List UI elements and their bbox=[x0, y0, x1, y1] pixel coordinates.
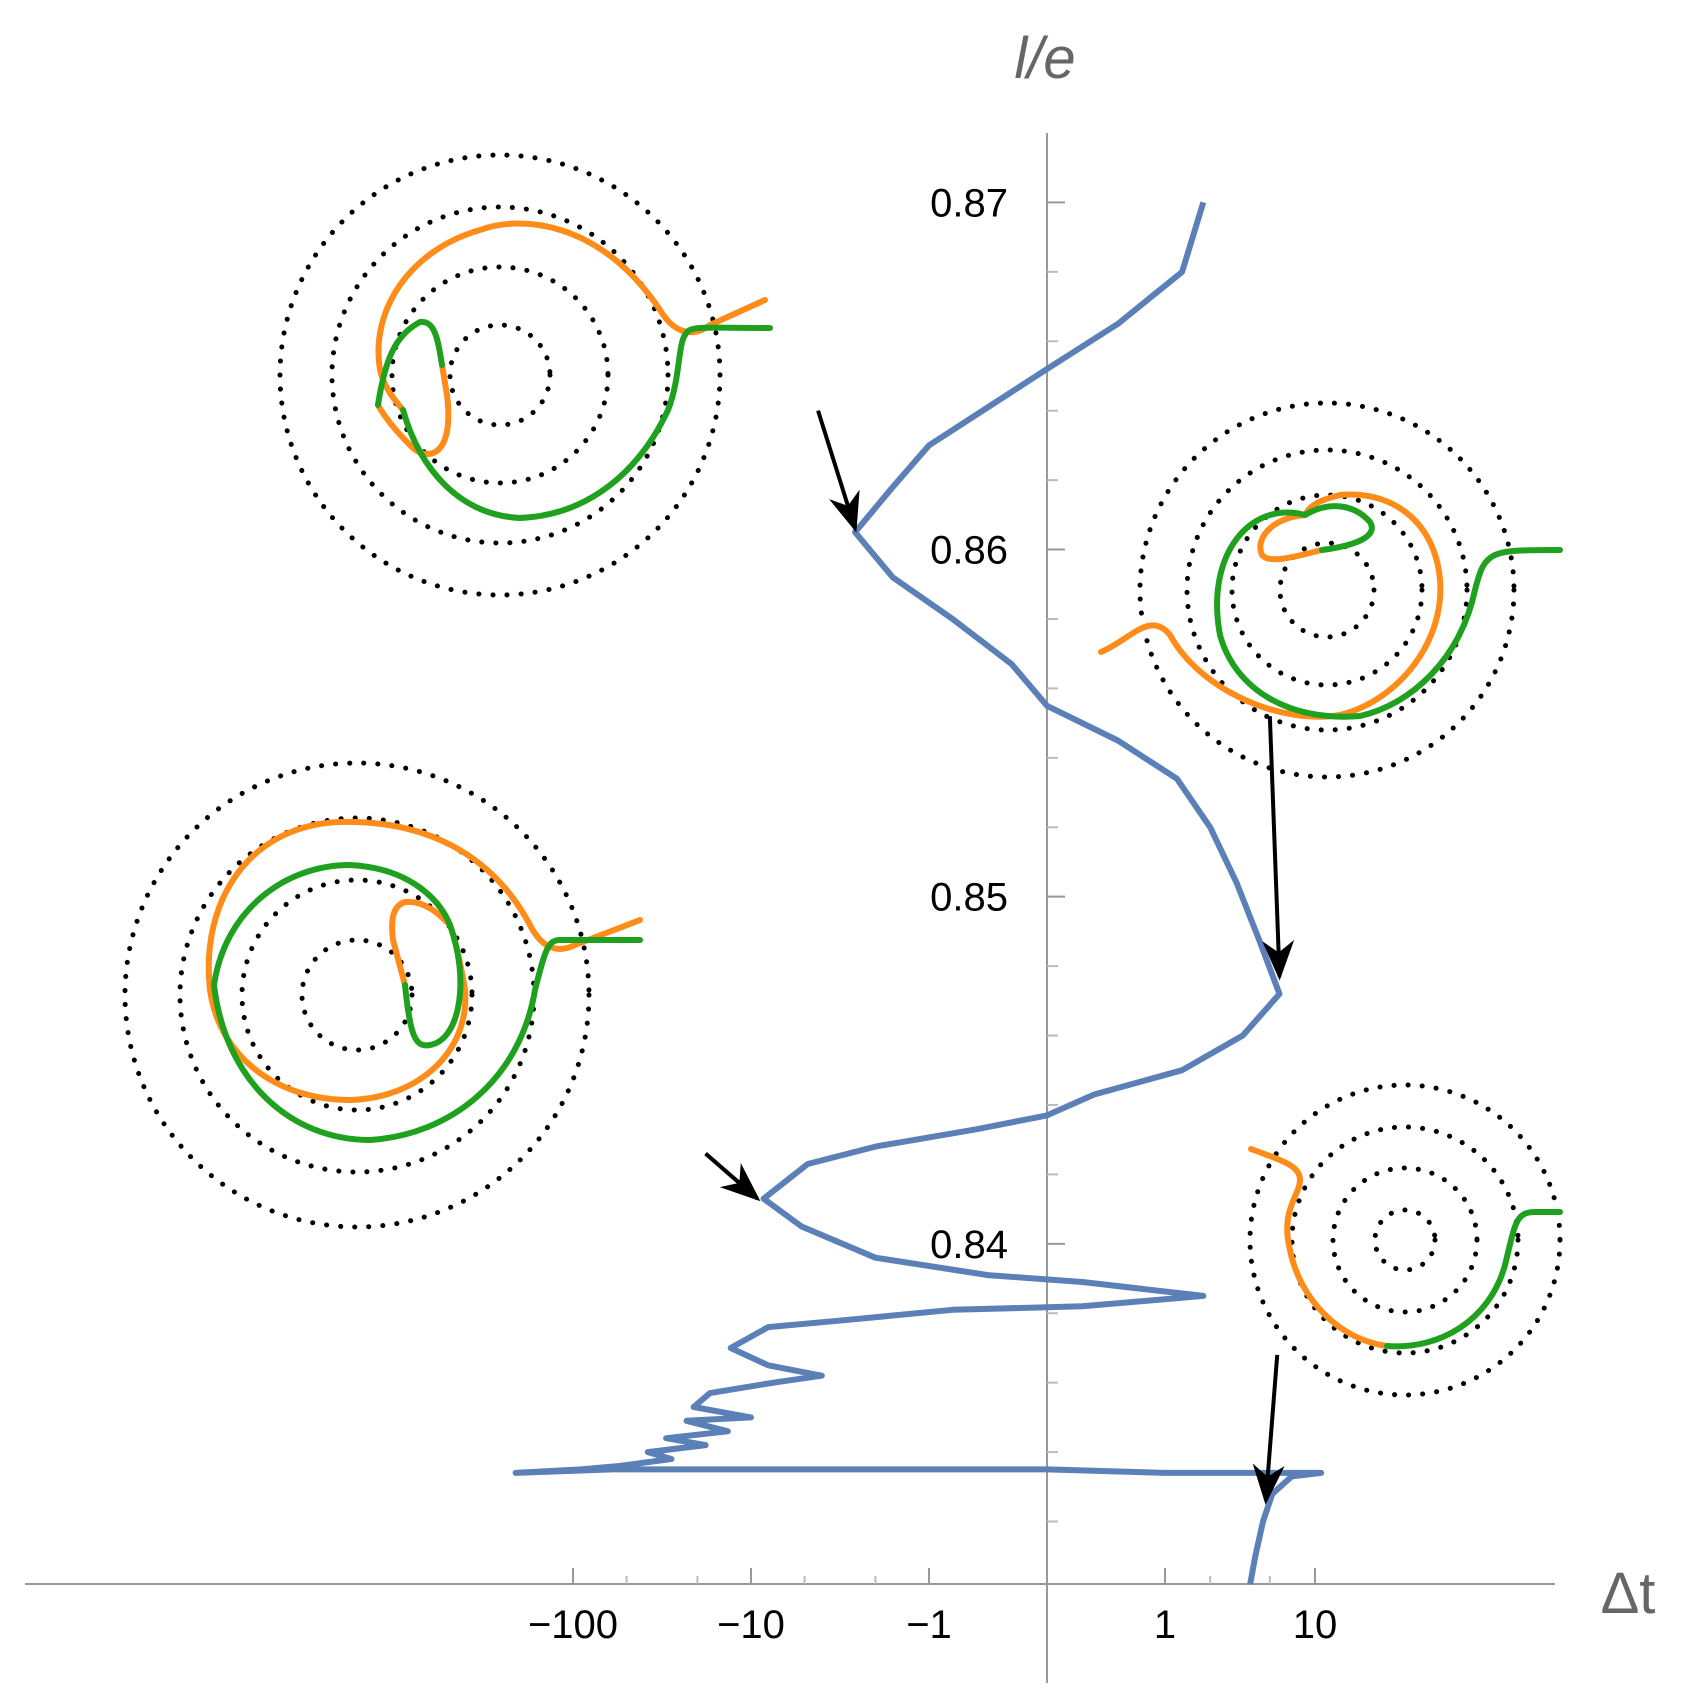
inset-green-curve bbox=[1214, 509, 1363, 720]
inset-orange-curve bbox=[1248, 1146, 1390, 1349]
x-tick-label: −10 bbox=[717, 1603, 785, 1647]
y-ticks: 0.84 0.85 0.86 0.87 bbox=[930, 181, 1065, 1523]
annotation-arrow bbox=[1262, 716, 1295, 981]
x-ticks: −100 −10 −1 1 10 bbox=[528, 1568, 1337, 1647]
inset-ring bbox=[389, 264, 611, 486]
inset-top-left bbox=[277, 152, 773, 598]
x-tick-label: 10 bbox=[1293, 1603, 1338, 1647]
y-tick-label: 0.85 bbox=[930, 876, 1008, 920]
y-tick-label: 0.87 bbox=[930, 181, 1008, 225]
inset-bottom-right bbox=[1247, 1082, 1563, 1398]
inset-green-curve bbox=[402, 922, 464, 1049]
annotation-arrows bbox=[704, 410, 1295, 1505]
annotation-arrow bbox=[1252, 1354, 1285, 1505]
series-0-line bbox=[512, 201, 1325, 1585]
y-axis-title: l/e bbox=[1014, 26, 1075, 91]
inset-orange-curve bbox=[375, 220, 768, 413]
inset-bottom-left bbox=[122, 760, 643, 1230]
inset-orange-curve bbox=[1257, 512, 1325, 563]
inset-green-curve bbox=[1357, 547, 1563, 719]
axes: −100 −10 −1 1 10 0.84 0.85 0.86 0.87 bbox=[25, 133, 1555, 1683]
inset-ring bbox=[329, 204, 671, 546]
inset-green-curve bbox=[400, 324, 773, 522]
inset-ring bbox=[1277, 540, 1377, 640]
inset-ring bbox=[1184, 447, 1470, 733]
x-tick-label: 1 bbox=[1154, 1603, 1176, 1647]
y-tick-label: 0.86 bbox=[930, 529, 1008, 573]
inset-top-right bbox=[1098, 400, 1563, 780]
inset-green-curve bbox=[375, 318, 445, 408]
inset-ring bbox=[239, 877, 475, 1113]
x-axis-title: Δt bbox=[1601, 1561, 1656, 1626]
inset-orange-curve bbox=[1098, 491, 1444, 720]
inset-ring bbox=[1289, 1124, 1521, 1356]
inset-orange-curve bbox=[389, 898, 453, 988]
inset-green-curve bbox=[1302, 503, 1375, 553]
inset-ring bbox=[1137, 400, 1517, 780]
inset-ring bbox=[122, 760, 592, 1230]
x-tick-label: −100 bbox=[528, 1603, 618, 1647]
inset-ring bbox=[1229, 492, 1425, 688]
inset-green-curve bbox=[211, 937, 643, 1144]
inset-green-curve bbox=[1384, 1209, 1563, 1350]
inset-ring bbox=[177, 815, 537, 1175]
x-tick-label: −1 bbox=[906, 1603, 952, 1647]
inset-green-curve bbox=[211, 861, 453, 988]
inset-ring bbox=[277, 152, 723, 598]
inset-orange-curve bbox=[375, 362, 452, 457]
annotation-arrow bbox=[704, 1152, 761, 1202]
inset-ring bbox=[1372, 1207, 1438, 1273]
inset-ring bbox=[447, 322, 553, 428]
inset-ring bbox=[299, 937, 415, 1053]
inset-ring bbox=[1247, 1082, 1563, 1398]
inset-ring bbox=[1330, 1165, 1480, 1315]
inset-orange-curve bbox=[205, 818, 643, 1104]
y-tick-label: 0.84 bbox=[930, 1223, 1008, 1267]
annotation-arrow bbox=[816, 410, 860, 533]
